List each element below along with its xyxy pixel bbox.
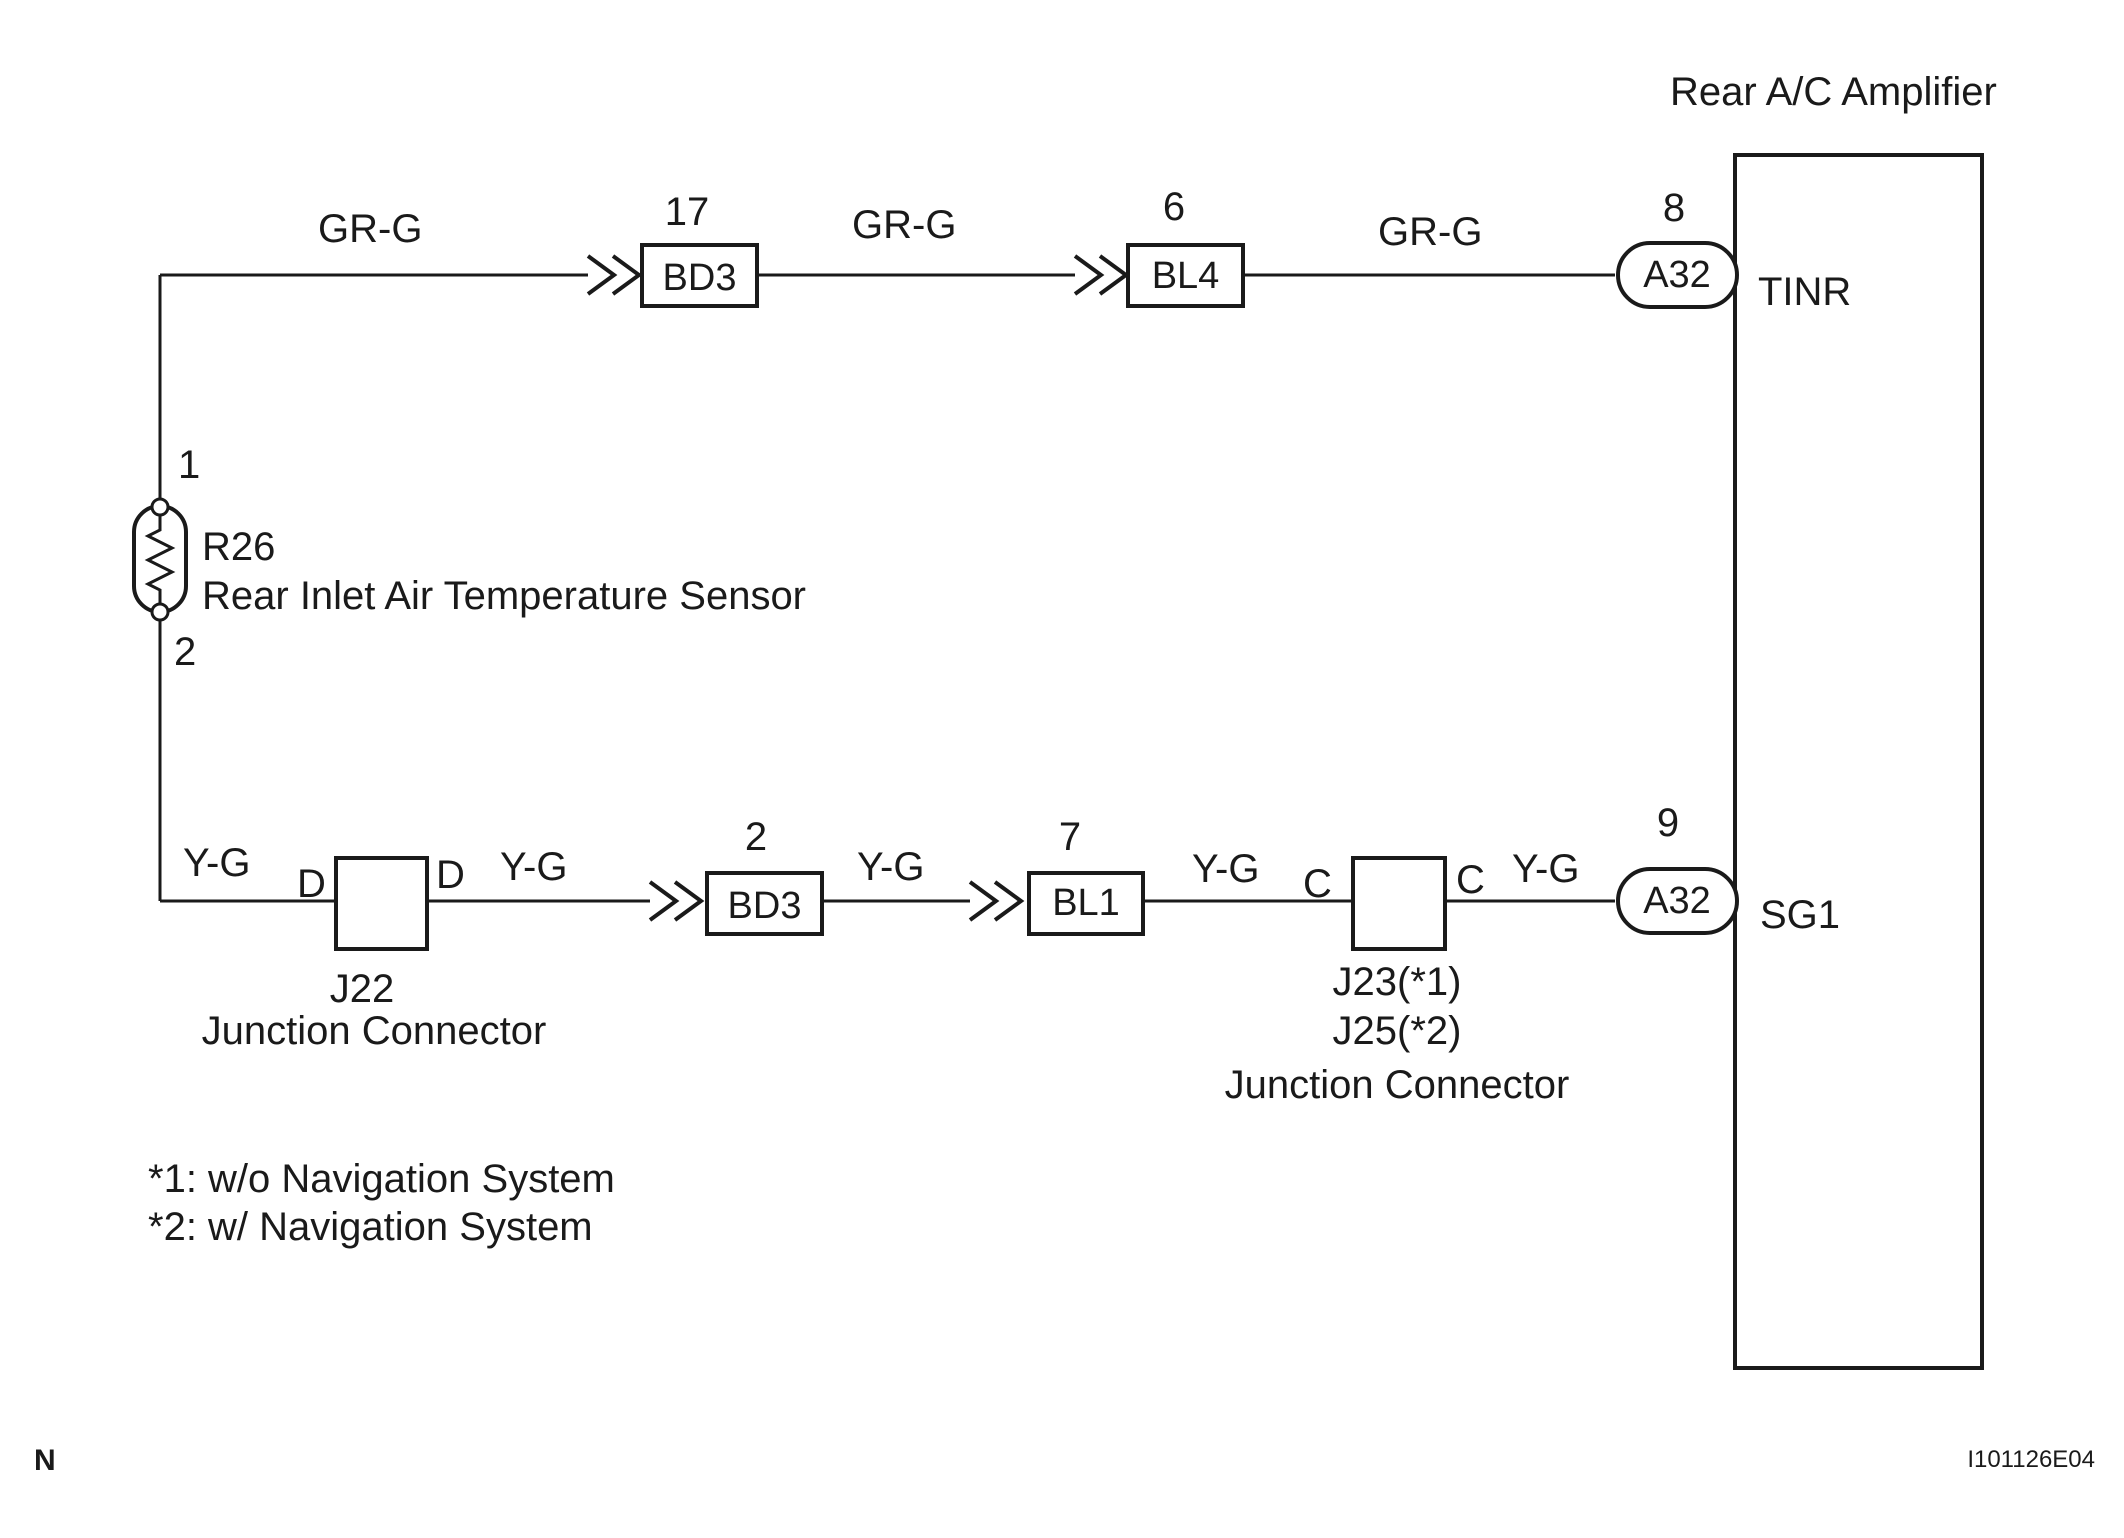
connector-a32-top-label: A32 (1643, 254, 1711, 296)
junction-j23-label: J23(*1) (1333, 960, 1462, 1004)
junction-j22-pin-right: D (436, 853, 465, 897)
amplifier-box (1733, 153, 1984, 1370)
terminal-sg1: SG1 (1760, 893, 1840, 937)
connector-a32-top (1616, 241, 1739, 309)
note-1: *1: w/o Navigation System (148, 1157, 615, 1201)
junction-j23-j25 (1351, 856, 1447, 951)
wire-bottom-2-color: Y-G (500, 845, 567, 889)
junction-j22-name: Junction Connector (202, 1009, 547, 1053)
connector-arrow-icon (586, 254, 643, 296)
connector-bl4-pin: 6 (1163, 185, 1185, 229)
connector-bd3-top-label: BD3 (663, 257, 737, 299)
junction-j23-pin-left: C (1303, 862, 1332, 906)
terminal-tinr: TINR (1758, 270, 1851, 314)
junction-j22-pin-left: D (297, 862, 326, 906)
wire-bottom-1-color: Y-G (183, 841, 250, 885)
wire-bottom-4-color: Y-G (1192, 847, 1259, 891)
figure-id: I101126E04 (1967, 1446, 2095, 1473)
sensor-pin-1: 1 (178, 443, 200, 487)
wire-top-2-color: GR-G (852, 203, 956, 247)
connector-bl4 (1126, 243, 1245, 308)
temperature-sensor-icon (132, 497, 188, 622)
junction-j22-label: J22 (330, 967, 395, 1011)
wire-top-1-color: GR-G (318, 207, 422, 251)
connector-bd3-top (640, 243, 759, 308)
connector-bl1-pin: 7 (1059, 815, 1081, 859)
junction-j23-name: Junction Connector (1225, 1063, 1570, 1107)
junction-j23-pin-right: C (1456, 858, 1485, 902)
corner-mark: N (34, 1444, 56, 1477)
sensor-pin-2: 2 (174, 630, 196, 674)
connector-arrow-icon (968, 880, 1025, 922)
amplifier-title: Rear A/C Amplifier (1670, 70, 1997, 114)
connector-bd3-top-pin: 17 (665, 190, 710, 234)
junction-j25-label: J25(*2) (1333, 1009, 1462, 1053)
junction-j22 (334, 856, 429, 951)
connector-bd3-bottom-label: BD3 (728, 885, 802, 927)
connector-bd3-bottom (705, 871, 824, 936)
connector-bl4-label: BL4 (1152, 255, 1220, 297)
connector-a32-top-pin: 8 (1663, 186, 1685, 230)
sensor-name: Rear Inlet Air Temperature Sensor (202, 574, 806, 618)
wire-top-3-color: GR-G (1378, 210, 1482, 254)
note-2: *2: w/ Navigation System (148, 1205, 593, 1249)
connector-a32-bottom-pin: 9 (1657, 801, 1679, 845)
connector-arrow-icon (1073, 254, 1130, 296)
connector-a32-bottom (1616, 867, 1739, 935)
wire-bottom-3-color: Y-G (857, 845, 924, 889)
connector-bd3-bottom-pin: 2 (745, 815, 767, 859)
connector-bl1 (1027, 871, 1145, 936)
connector-a32-bottom-label: A32 (1643, 880, 1711, 922)
wire-bottom-5-color: Y-G (1512, 847, 1579, 891)
sensor-id: R26 (202, 525, 275, 569)
connector-bl1-label: BL1 (1052, 882, 1120, 924)
connector-arrow-icon (648, 880, 705, 922)
